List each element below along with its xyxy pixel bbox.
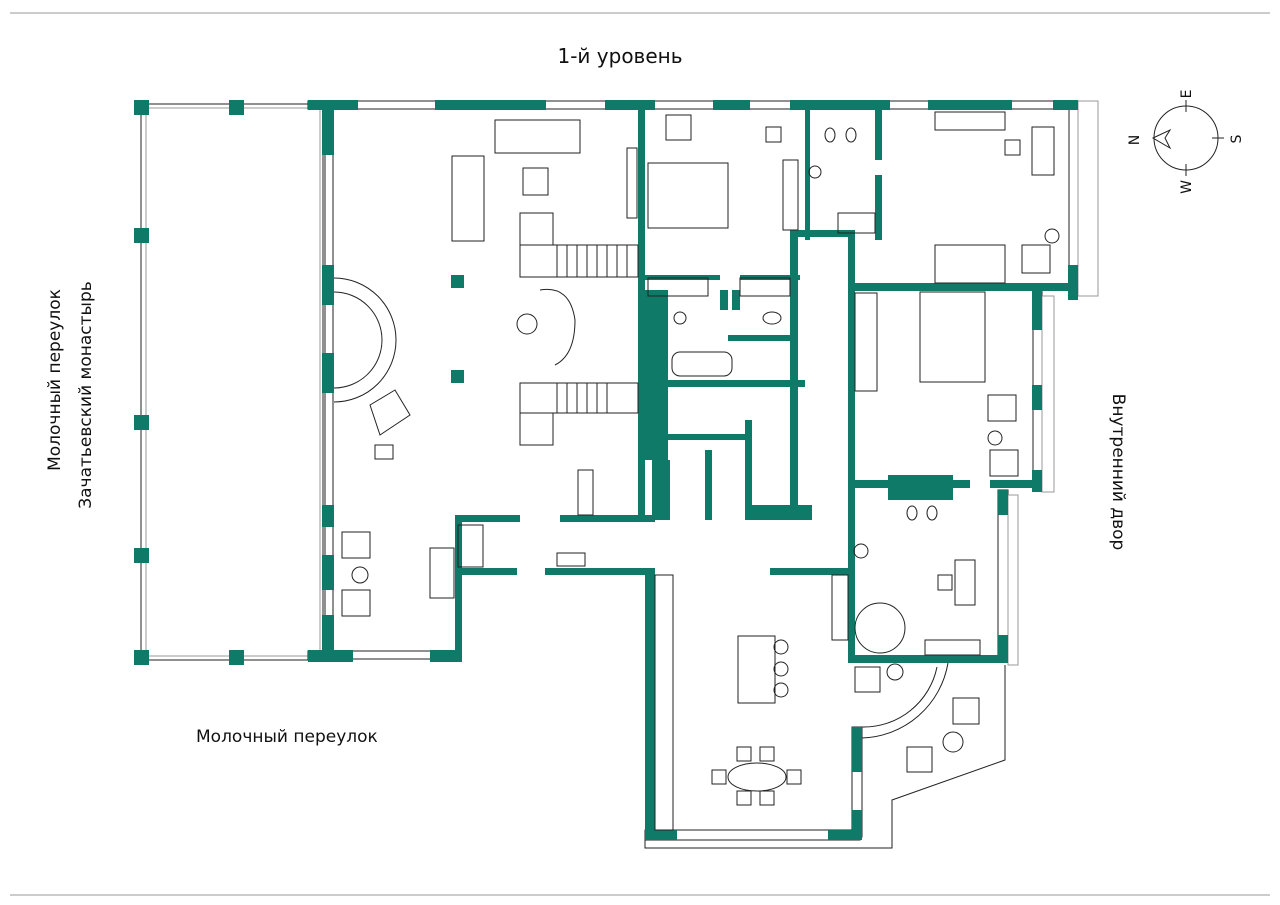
chair bbox=[711, 769, 727, 785]
compass bbox=[1151, 100, 1224, 176]
armchair bbox=[854, 666, 881, 693]
armchair bbox=[989, 449, 1019, 477]
wardrobe bbox=[782, 159, 799, 231]
armchair bbox=[665, 114, 692, 141]
side-table bbox=[987, 430, 1003, 446]
toilet bbox=[906, 505, 918, 521]
armchair bbox=[341, 589, 371, 617]
monastery-label: Зачатьевский монастырь bbox=[76, 281, 96, 509]
coffee-table bbox=[522, 167, 549, 196]
radiator bbox=[854, 292, 878, 392]
side-table bbox=[886, 663, 904, 681]
piano-bench bbox=[374, 444, 394, 460]
toilet bbox=[824, 127, 836, 143]
windows bbox=[307, 100, 1099, 849]
bay-window bbox=[333, 277, 397, 403]
chair bbox=[736, 790, 752, 806]
bar-stool bbox=[773, 661, 789, 677]
courtyard-label: Внутренний двор bbox=[1108, 393, 1128, 551]
bench bbox=[924, 639, 981, 656]
bed bbox=[647, 162, 729, 229]
grand-piano bbox=[369, 389, 411, 436]
bathtub bbox=[671, 351, 733, 377]
bar-stool bbox=[773, 639, 789, 655]
console bbox=[556, 552, 586, 567]
radiator bbox=[739, 277, 791, 297]
bed bbox=[919, 291, 986, 383]
sofa bbox=[934, 244, 1006, 284]
street-label-left: Молочный переулок bbox=[45, 289, 65, 471]
compass-north-label: N bbox=[1127, 134, 1143, 146]
chair bbox=[759, 746, 775, 762]
sink bbox=[853, 543, 869, 559]
armchair bbox=[987, 394, 1017, 422]
compass-west-label: W bbox=[1179, 180, 1195, 194]
side-table bbox=[942, 731, 964, 753]
armchair bbox=[1021, 244, 1051, 274]
armchair bbox=[906, 746, 933, 773]
curved-glazing bbox=[861, 662, 949, 739]
armchair bbox=[952, 697, 980, 725]
round-bathtub bbox=[854, 602, 906, 654]
sofa bbox=[451, 155, 485, 242]
page-title: 1-й уровень bbox=[557, 44, 683, 68]
chair bbox=[765, 126, 782, 143]
staircase bbox=[519, 212, 639, 446]
walls bbox=[308, 100, 1078, 840]
sink bbox=[673, 311, 687, 325]
wardrobe bbox=[934, 111, 1006, 131]
bidet bbox=[926, 505, 938, 521]
round-table bbox=[516, 313, 538, 335]
fireplace bbox=[429, 547, 455, 599]
chair bbox=[759, 790, 775, 806]
tv-console bbox=[626, 147, 638, 219]
compass-east-label: E bbox=[1179, 89, 1195, 99]
side-table bbox=[1044, 228, 1060, 244]
radiator bbox=[647, 277, 709, 297]
side-table bbox=[351, 566, 369, 584]
toilet bbox=[762, 311, 782, 325]
kitchen-island bbox=[737, 635, 776, 704]
column-niche bbox=[577, 469, 594, 516]
kitchen-counter bbox=[654, 574, 674, 831]
wardrobe bbox=[831, 574, 849, 641]
chair bbox=[937, 574, 953, 591]
sofa bbox=[494, 119, 581, 154]
dining-table bbox=[727, 762, 787, 792]
terrace bbox=[134, 100, 326, 665]
office-chair bbox=[1004, 139, 1021, 156]
curved-sofa bbox=[539, 288, 576, 366]
bar-stool bbox=[773, 682, 789, 698]
street-label-bottom: Молочный переулок bbox=[196, 727, 378, 747]
desk bbox=[954, 559, 976, 606]
sink bbox=[808, 165, 822, 179]
desk bbox=[1031, 126, 1055, 176]
armchair bbox=[341, 531, 371, 559]
shower bbox=[837, 212, 876, 234]
bidet bbox=[845, 127, 857, 143]
chair bbox=[736, 746, 752, 762]
chair bbox=[786, 769, 802, 785]
compass-south-label: S bbox=[1229, 134, 1245, 144]
radiator bbox=[457, 524, 484, 568]
